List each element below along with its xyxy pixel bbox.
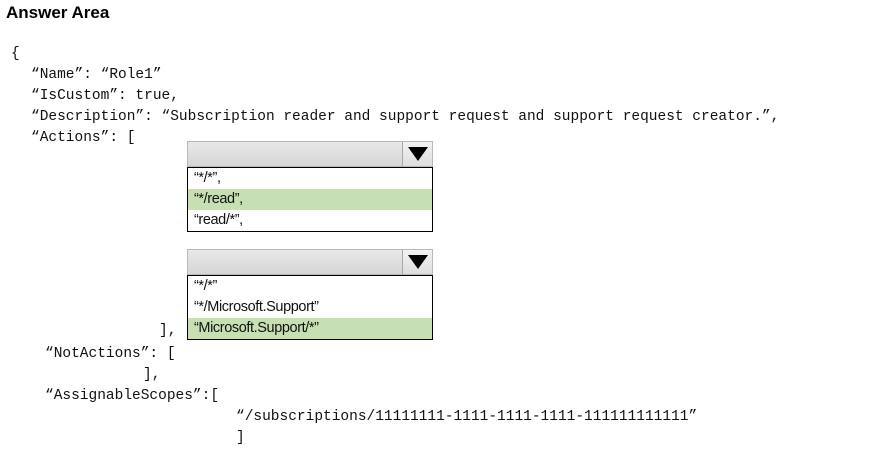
dropdown-1-options: “*/*”, “*/read”, “read/*”, [187, 167, 433, 232]
json-name-line: “Name”: “Role1” [31, 67, 162, 83]
dropdown-1-header[interactable] [187, 141, 433, 167]
dropdown-1-option-read-all[interactable]: “read/*”, [194, 212, 243, 228]
actions-dropdown-1[interactable]: “*/*”, “*/read”, “read/*”, [187, 141, 433, 232]
dropdown-2-header[interactable] [187, 249, 433, 275]
dropdown-2-option-microsoft-support-all[interactable]: “Microsoft.Support/*” [188, 318, 432, 339]
json-description-line: “Description”: “Subscription reader and … [31, 109, 780, 125]
actions-dropdown-2[interactable]: “*/*” “*/Microsoft.Support” “Microsoft.S… [187, 249, 433, 340]
dropdown-arrow-icon [407, 255, 428, 269]
json-notactions-line: “NotActions”: [ [45, 346, 176, 362]
json-open-brace: { [11, 46, 20, 62]
json-assignablescopes-line: “AssignableScopes”:[ [45, 388, 220, 404]
json-notactions-close: ], [143, 367, 161, 383]
dropdown-arrow-icon [407, 147, 428, 161]
json-scope-value: “/subscriptions/11111111-1111-1111-1111-… [236, 409, 698, 425]
answer-area-title: Answer Area [6, 3, 110, 22]
json-actions-close: ], [159, 323, 177, 339]
dropdown-2-toggle-button[interactable] [402, 250, 432, 274]
json-iscustom-line: “IsCustom”: true, [31, 88, 179, 104]
dropdown-2-option-all-microsoft-support[interactable]: “*/Microsoft.Support” [194, 299, 319, 315]
dropdown-1-toggle-button[interactable] [402, 142, 432, 166]
dropdown-2-options: “*/*” “*/Microsoft.Support” “Microsoft.S… [187, 275, 433, 340]
dropdown-1-option-all[interactable]: “*/*”, [194, 170, 221, 186]
dropdown-2-option-all[interactable]: “*/*” [194, 278, 217, 294]
json-actions-line: “Actions”: [ [31, 130, 136, 146]
dropdown-1-option-read[interactable]: “*/read”, [188, 189, 432, 210]
json-scopes-close: ] [236, 430, 245, 446]
